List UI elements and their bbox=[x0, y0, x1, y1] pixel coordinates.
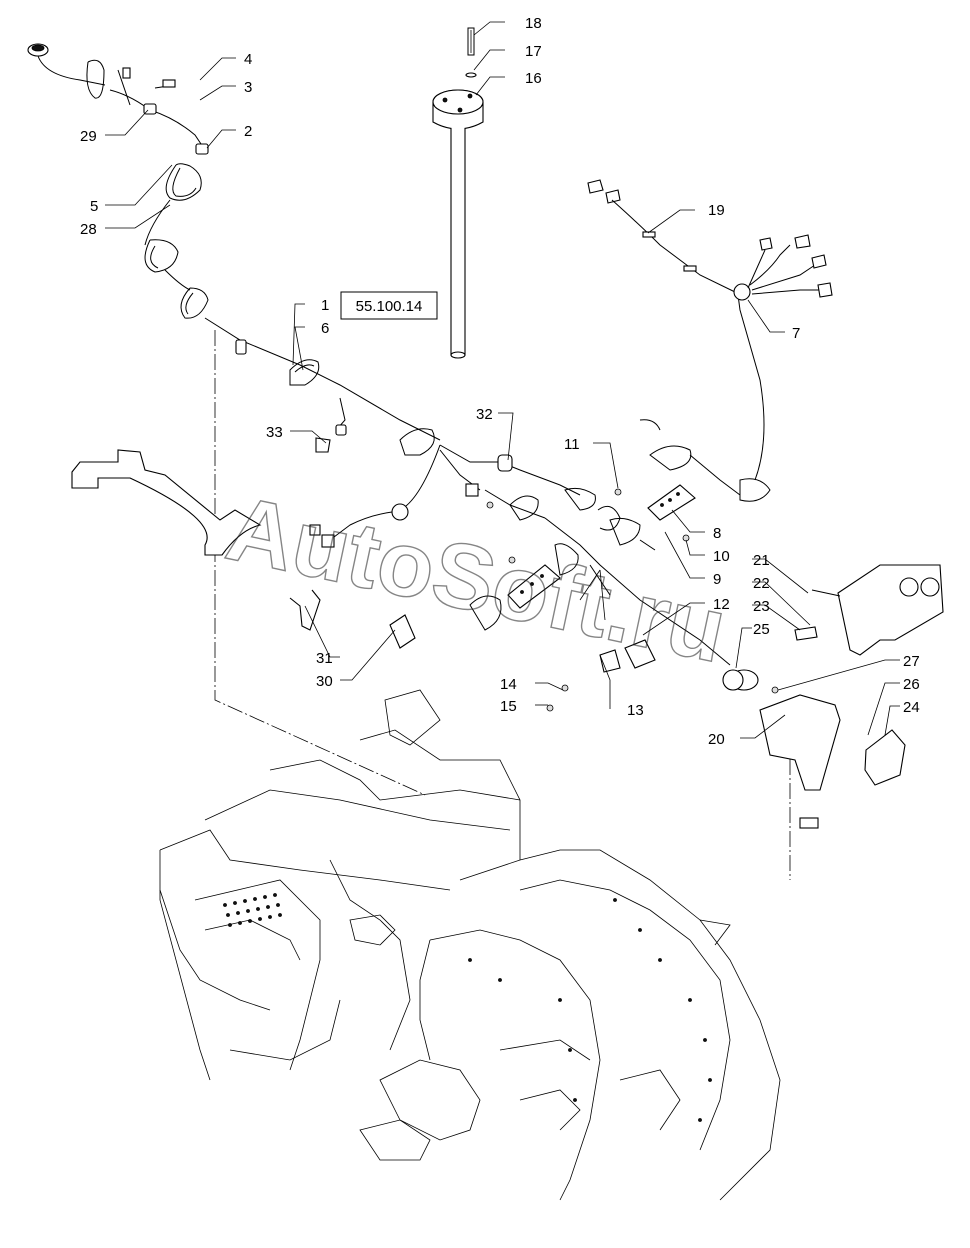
fuel-sender-unit bbox=[432, 27, 484, 359]
callout-33: 33 bbox=[266, 424, 283, 441]
callout-10: 10 bbox=[713, 548, 730, 565]
callout-31: 31 bbox=[316, 650, 333, 667]
callout-21: 21 bbox=[753, 552, 770, 569]
callout-4: 4 bbox=[244, 51, 252, 68]
reference-box: 55.100.14 bbox=[340, 291, 438, 320]
callout-24: 24 bbox=[903, 699, 920, 716]
callout-22: 22 bbox=[753, 575, 770, 592]
callout-12: 12 bbox=[713, 596, 730, 613]
upper-right-harness bbox=[587, 179, 833, 301]
callout-6: 6 bbox=[321, 320, 329, 337]
callout-20: 20 bbox=[708, 731, 725, 748]
callout-13: 13 bbox=[627, 702, 644, 719]
callout-29: 29 bbox=[80, 128, 97, 145]
callout-18: 18 bbox=[525, 15, 542, 32]
callout-25: 25 bbox=[753, 621, 770, 638]
callout-27: 27 bbox=[903, 653, 920, 670]
main-harness bbox=[289, 294, 771, 666]
callout-19: 19 bbox=[708, 202, 725, 219]
callout-28: 28 bbox=[80, 221, 97, 238]
callout-17: 17 bbox=[525, 43, 542, 60]
fender-rivets bbox=[468, 898, 712, 1122]
leader-lines bbox=[105, 21, 900, 739]
connector-plates bbox=[486, 484, 696, 609]
callout-26: 26 bbox=[903, 676, 920, 693]
callout-15: 15 bbox=[500, 698, 517, 715]
callout-numbers: 1 2 3 4 5 6 7 8 9 10 11 12 13 14 15 16 1… bbox=[80, 15, 920, 748]
callout-2: 2 bbox=[244, 123, 252, 140]
callout-23: 23 bbox=[753, 598, 770, 615]
callout-8: 8 bbox=[713, 525, 721, 542]
tractor-chassis bbox=[159, 689, 781, 1201]
callout-3: 3 bbox=[244, 79, 252, 96]
callout-5: 5 bbox=[90, 198, 98, 215]
reference-box-label: 55.100.14 bbox=[356, 298, 423, 315]
upper-left-harness bbox=[27, 43, 441, 441]
callout-30: 30 bbox=[316, 673, 333, 690]
long-bracket bbox=[71, 449, 416, 649]
grille-holes bbox=[223, 893, 282, 927]
callout-16: 16 bbox=[525, 70, 542, 87]
callout-32: 32 bbox=[476, 406, 493, 423]
callout-11: 11 bbox=[564, 436, 580, 453]
callout-9: 9 bbox=[713, 571, 721, 588]
callout-7: 7 bbox=[792, 325, 800, 342]
callout-1: 1 bbox=[321, 297, 329, 314]
callout-14: 14 bbox=[500, 676, 517, 693]
